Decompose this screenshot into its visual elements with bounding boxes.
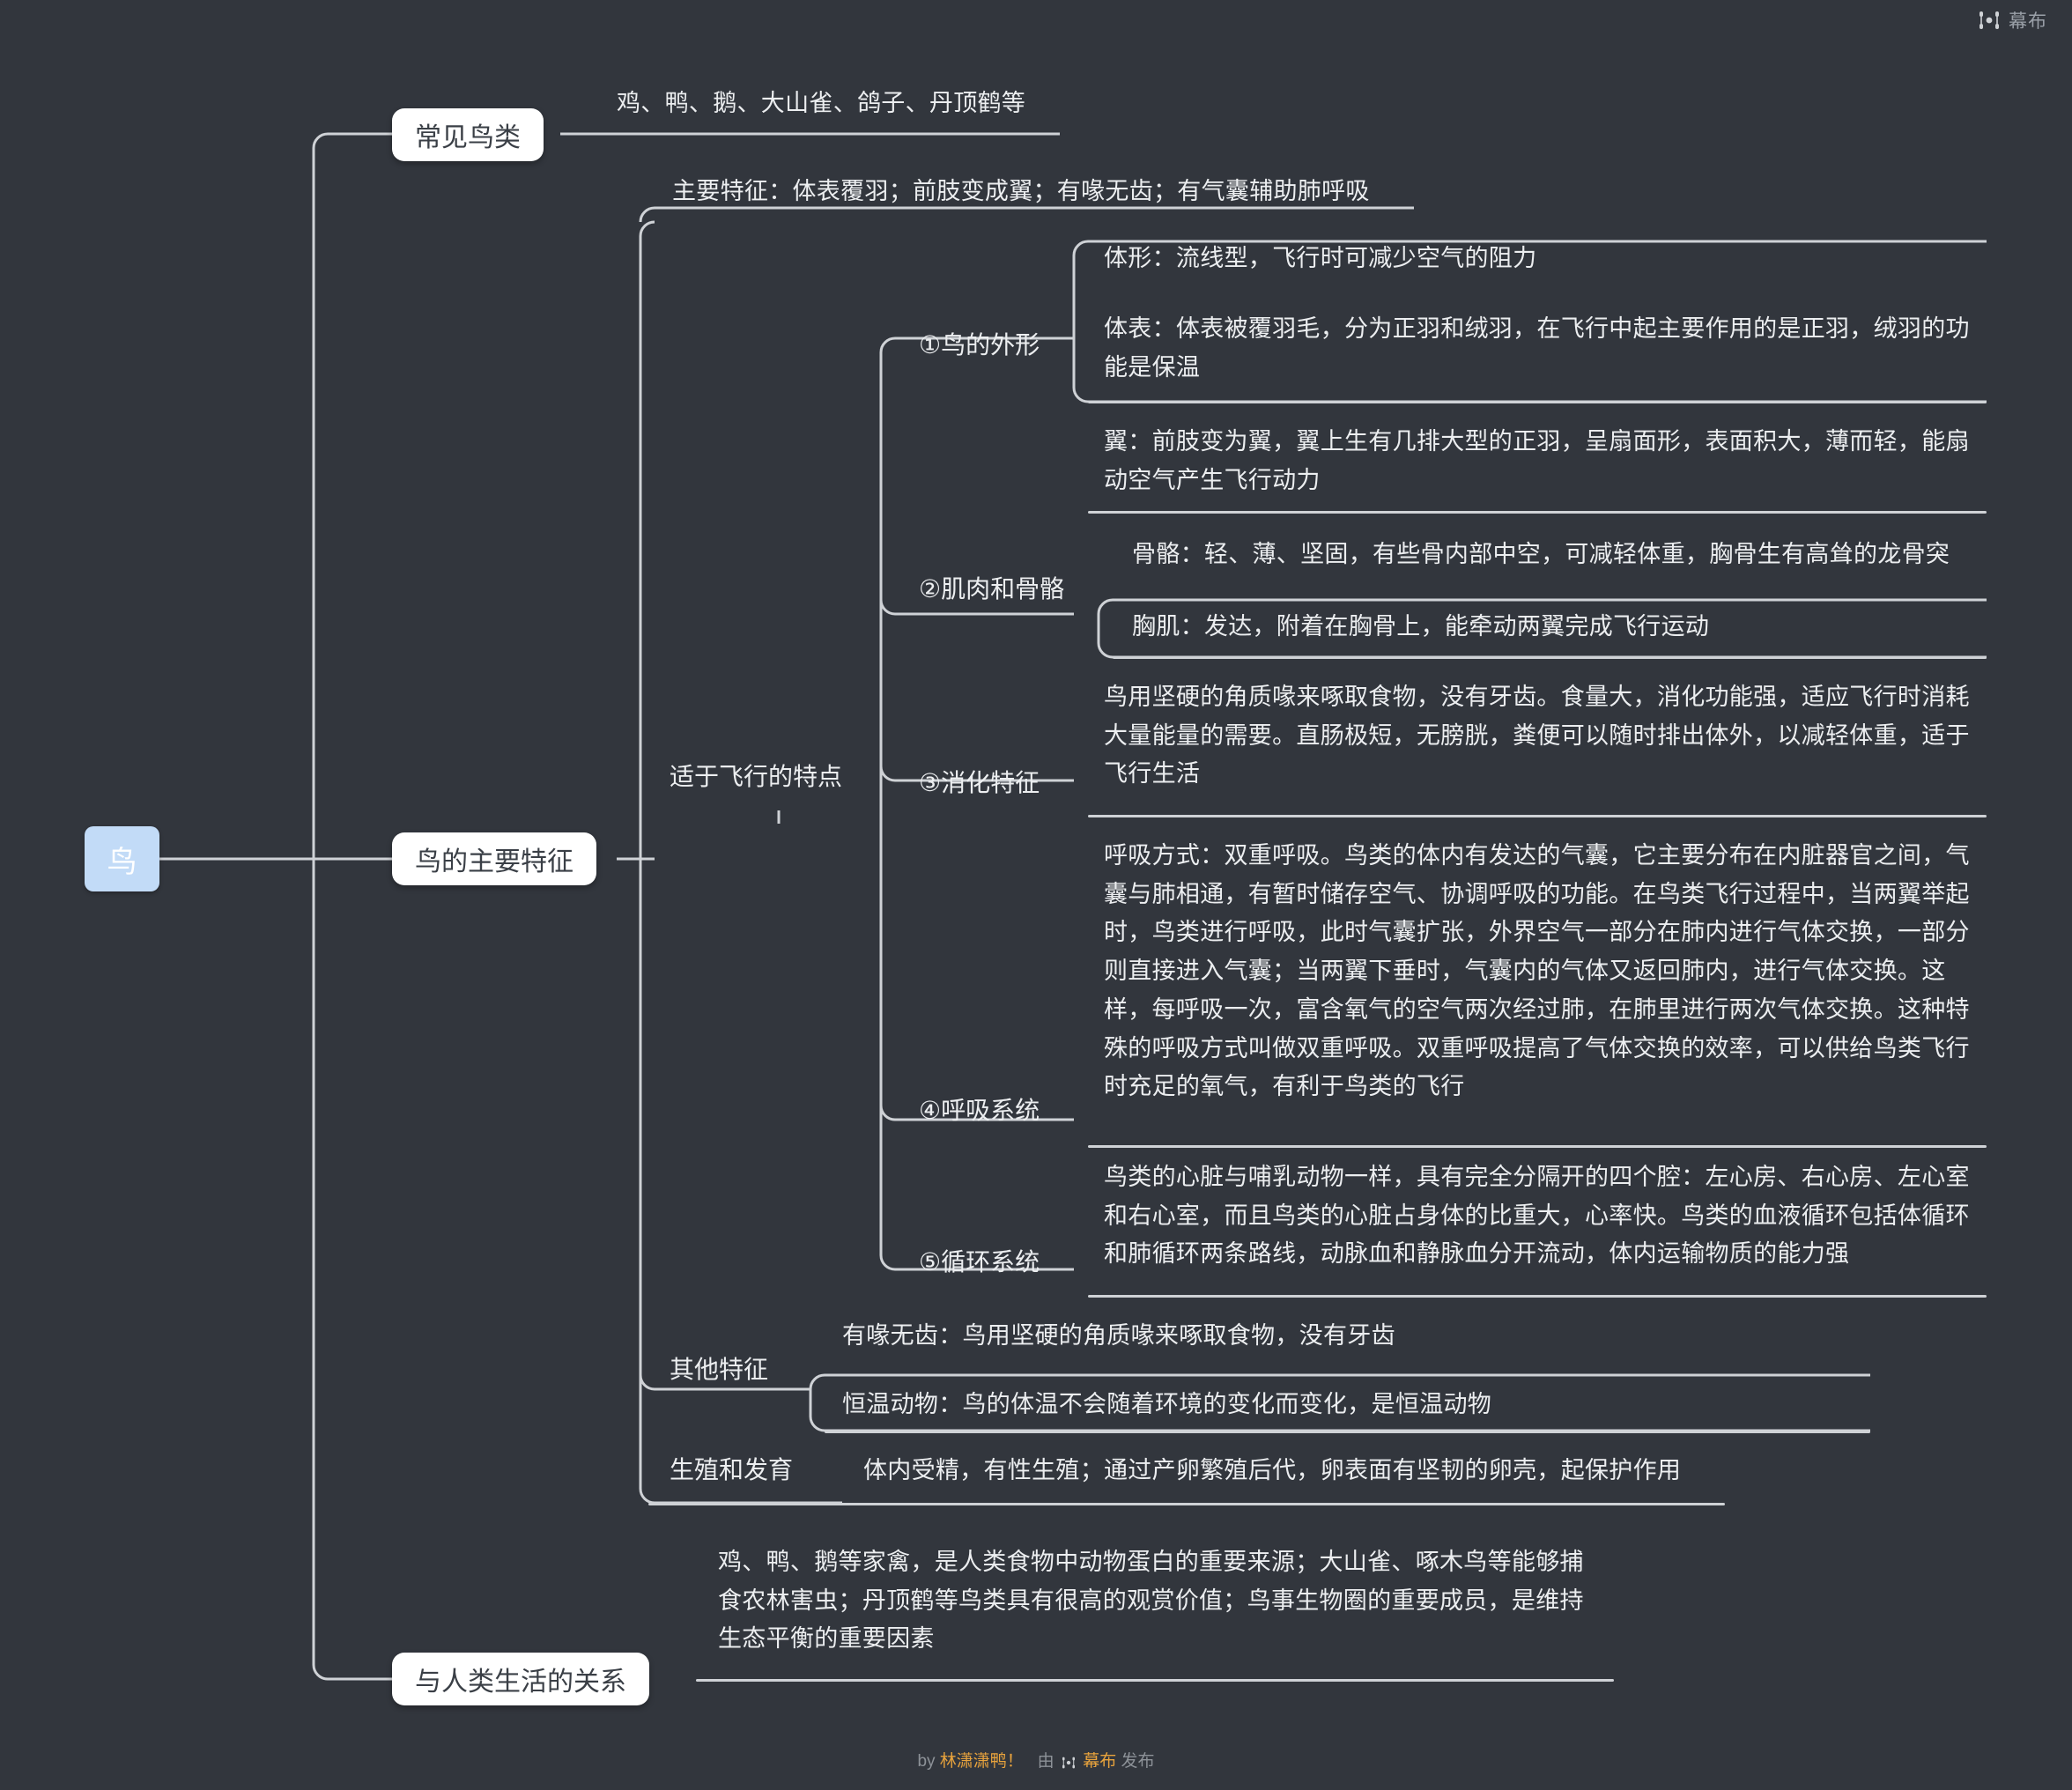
leaf-common-birds-list: 鸡、鸭、鹅、大山雀、鸽子、丹顶鹤等 (617, 90, 1026, 116)
group-label-circulatory-system[interactable]: ⑤循环系统 (919, 1248, 1040, 1276)
branch-label-common-birds: 常见鸟类 (415, 123, 521, 152)
footer-published-suffix: 发布 (1121, 1752, 1155, 1771)
branch-label-relation-to-humans: 与人类生活的关系 (415, 1668, 626, 1697)
root-node-bird[interactable]: 鸟 (85, 826, 159, 891)
leaf-rule (1113, 656, 1987, 659)
footer-by-prefix: by (917, 1752, 936, 1771)
group-label-muscle-and-bone[interactable]: ②肌肉和骨骼 (919, 575, 1065, 603)
leaf-main-features-summary: 主要特征：体表覆羽；前肢变成翼；有喙无齿；有气囊辅助肺呼吸 (672, 178, 1370, 204)
group-label-respiratory-system[interactable]: ④呼吸系统 (919, 1097, 1040, 1124)
leaf-reproduction-description: 体内受精，有性生殖；通过产卵繁殖后代，卵表面有坚韧的卵壳，起保护作用 (863, 1457, 1682, 1483)
leaf-rule (825, 1431, 1870, 1433)
brand-name: 幕布 (2009, 11, 2047, 32)
root-node-label: 鸟 (107, 845, 137, 879)
footer: by 林潇潇鸭！ 由 幕布 发布 (0, 1748, 2072, 1774)
mubu-logo-icon (1979, 11, 2000, 30)
leaf-rule (648, 1503, 1725, 1505)
leaf-relation-to-humans-description: 鸡、鸭、鹅等家禽，是人类食物中动物蛋白的重要来源；大山雀、啄木鸟等能够捕食农林害… (718, 1549, 1584, 1653)
leaf-bird-shape-wing: 翼：前肢变为翼，翼上生有几排大型的正羽，呈扇面形，表面积大，薄而轻，能扇动空气产… (1104, 428, 1970, 493)
leaf-rule (1088, 1145, 1987, 1148)
leaf-bird-shape-body-form: 体形：流线型，飞行时可减少空气的阻力 (1104, 245, 1537, 271)
leaf-bird-shape-body-surface: 体表：体表被覆羽毛，分为正羽和绒羽，在飞行中起主要作用的是正羽，绒羽的功能是保温 (1104, 315, 1970, 381)
leaf-rule (1088, 1295, 1987, 1298)
leaf-respiratory-description: 呼吸方式：双重呼吸。鸟类的体内有发达的气囊，它主要分布在内脏器官之间，气囊与肺相… (1104, 842, 1970, 1100)
branch-node-main-features[interactable]: 鸟的主要特征 (392, 832, 596, 885)
leaf-warm-blooded: 恒温动物：鸟的体温不会随着环境的变化而变化，是恒温动物 (842, 1391, 1492, 1417)
mubu-logo-icon (1062, 1755, 1076, 1774)
leaf-rule (1088, 401, 1987, 403)
group-label-digestive-features[interactable]: ③消化特征 (919, 769, 1040, 796)
leaf-circulatory-description: 鸟类的心脏与哺乳动物一样，具有完全分隔开的四个腔：左心房、右心房、左心室和右心室… (1104, 1164, 1970, 1268)
leaf-digestive-description: 鸟用坚硬的角质喙来啄取食物，没有牙齿。食量大，消化功能强，适应飞行时消耗大量能量… (1104, 684, 1970, 788)
footer-publisher[interactable]: 幕布 (1083, 1752, 1117, 1771)
group-label-flight-adaptations[interactable]: 适于飞行的特点 (670, 763, 843, 790)
group-label-bird-shape[interactable]: ①鸟的外形 (919, 331, 1040, 359)
leaf-rule (1088, 511, 1987, 514)
footer-author: 林潇潇鸭！ (939, 1752, 1024, 1771)
footer-published-prefix: 由 (1037, 1752, 1054, 1771)
group-label-reproduction-development[interactable]: 生殖和发育 (670, 1456, 794, 1483)
leaf-rule (1088, 815, 1987, 817)
brand-header: 幕布 (1979, 7, 2047, 33)
branch-node-relation-to-humans[interactable]: 与人类生活的关系 (392, 1653, 649, 1705)
branch-node-common-birds[interactable]: 常见鸟类 (392, 108, 544, 161)
branch-label-main-features: 鸟的主要特征 (415, 847, 574, 877)
leaf-beak-without-teeth: 有喙无齿：鸟用坚硬的角质喙来啄取食物，没有牙齿 (842, 1322, 1395, 1349)
leaf-rule (696, 1679, 1614, 1682)
leaf-pectoral-muscle: 胸肌：发达，附着在胸骨上，能牵动两翼完成飞行运动 (1132, 613, 1710, 640)
leaf-skeleton: 骨骼：轻、薄、坚固，有些骨内部中空，可减轻体重，胸骨生有高耸的龙骨突 (1132, 541, 1950, 567)
group-label-other-features[interactable]: 其他特征 (670, 1356, 769, 1383)
